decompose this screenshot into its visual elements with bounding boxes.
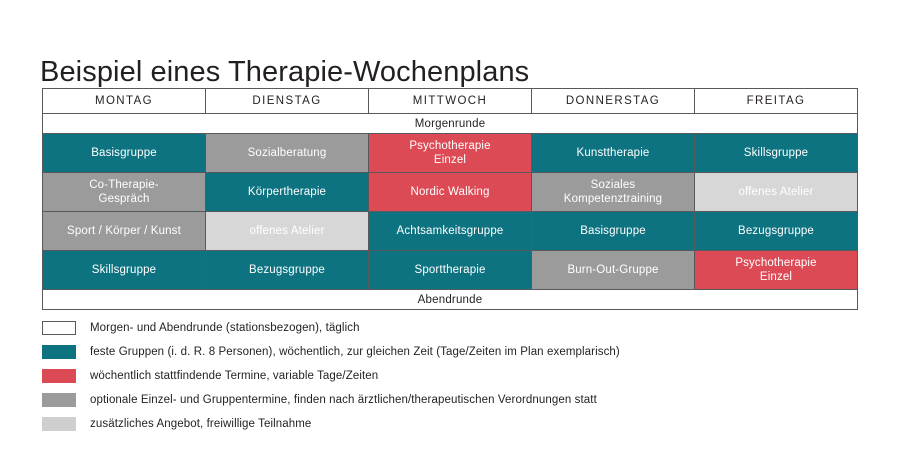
slot-cell[interactable]: offenes Atelier (694, 172, 858, 212)
slot-cell[interactable]: Skillsgruppe (694, 133, 858, 173)
column-header-mittwoch: MITTWOCH (368, 88, 532, 114)
evening-round-row: Abendrunde (42, 289, 858, 310)
slot-cell[interactable]: Kunsttherapie (531, 133, 695, 173)
column-header-donnerstag: DONNERSTAG (531, 88, 695, 114)
legend-label: zusätzliches Angebot, freiwillige Teilna… (90, 418, 312, 430)
legend-swatch-red (42, 369, 76, 383)
slot-cell[interactable]: Körpertherapie (205, 172, 369, 212)
legend: Morgen- und Abendrunde (stationsbezogen)… (42, 316, 872, 436)
legend-item: Morgen- und Abendrunde (stationsbezogen)… (42, 316, 872, 340)
slot-cell[interactable]: Sporttherapie (368, 250, 532, 290)
slot-cell[interactable]: Bezugsgruppe (205, 250, 369, 290)
slot-cell[interactable]: Nordic Walking (368, 172, 532, 212)
legend-label: wöchentlich stattfindende Termine, varia… (90, 370, 379, 382)
legend-item: wöchentlich stattfindende Termine, varia… (42, 364, 872, 388)
legend-item: optionale Einzel- und Gruppentermine, fi… (42, 388, 872, 412)
slot-cell[interactable]: Sport / Körper / Kunst (42, 211, 206, 251)
column-header-freitag: FREITAG (694, 88, 858, 114)
slot-cell[interactable]: Burn-Out-Gruppe (531, 250, 695, 290)
legend-swatch-teal (42, 345, 76, 359)
weekly-plan-table: MONTAG DIENSTAG MITTWOCH DONNERSTAG FREI… (42, 88, 858, 310)
evening-round-cell: Abendrunde (42, 289, 858, 310)
slot-cell[interactable]: Sozialberatung (205, 133, 369, 173)
slot-cell[interactable]: Co-Therapie-Gespräch (42, 172, 206, 212)
slot-cell[interactable]: Basisgruppe (531, 211, 695, 251)
legend-swatch-light-gray (42, 417, 76, 431)
table-row: Skillsgruppe Bezugsgruppe Sporttherapie … (42, 250, 858, 290)
morning-round-cell: Morgenrunde (42, 113, 858, 134)
column-header-dienstag: DIENSTAG (205, 88, 369, 114)
legend-label: feste Gruppen (i. d. R. 8 Personen), wöc… (90, 346, 620, 358)
legend-label: optionale Einzel- und Gruppentermine, fi… (90, 394, 597, 406)
table-row: Co-Therapie-Gespräch Körpertherapie Nord… (42, 172, 858, 212)
legend-label: Morgen- und Abendrunde (stationsbezogen)… (90, 322, 360, 334)
legend-item: zusätzliches Angebot, freiwillige Teilna… (42, 412, 872, 436)
column-header-montag: MONTAG (42, 88, 206, 114)
page-title: Beispiel eines Therapie-Wochenplans (40, 56, 530, 89)
table-header: MONTAG DIENSTAG MITTWOCH DONNERSTAG FREI… (42, 88, 858, 114)
morning-round-row: Morgenrunde (42, 113, 858, 134)
slot-cell[interactable]: Basisgruppe (42, 133, 206, 173)
slot-cell[interactable]: Achtsamkeitsgruppe (368, 211, 532, 251)
legend-swatch-white (42, 321, 76, 335)
table-row: Sport / Körper / Kunst offenes Atelier A… (42, 211, 858, 251)
legend-swatch-gray (42, 393, 76, 407)
slot-cell[interactable]: Bezugsgruppe (694, 211, 858, 251)
slot-cell[interactable]: Skillsgruppe (42, 250, 206, 290)
slot-cell[interactable]: offenes Atelier (205, 211, 369, 251)
table-row: Basisgruppe Sozialberatung Psychotherapi… (42, 133, 858, 173)
legend-item: feste Gruppen (i. d. R. 8 Personen), wöc… (42, 340, 872, 364)
table-header-row: MONTAG DIENSTAG MITTWOCH DONNERSTAG FREI… (42, 88, 858, 114)
table-body: Morgenrunde Basisgruppe Sozialberatung P… (42, 113, 858, 310)
